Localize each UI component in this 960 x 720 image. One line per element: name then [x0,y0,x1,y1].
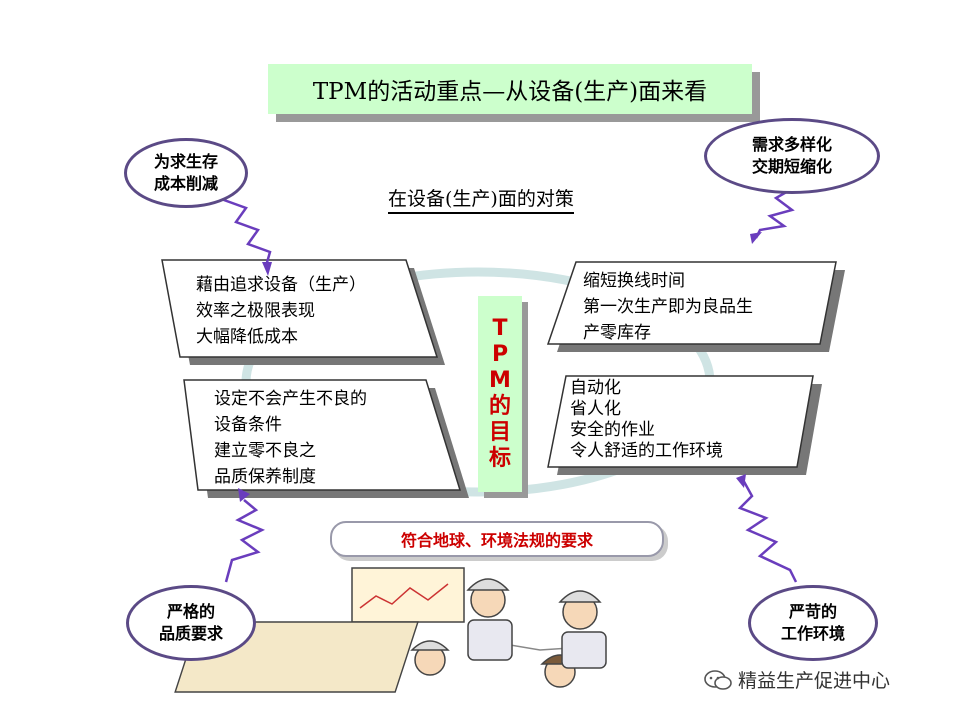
box-upper-right: 缩短换线时间 第一次生产即为良品生 产零库存 [583,268,753,346]
box-lower-right-line-3: 安全的作业 [570,420,655,440]
box-lower-right: 自动化 省人化 安全的作业 令人舒适的工作环境 [570,378,723,462]
box-upper-right-line-2: 第一次生产即为良品生 [583,297,753,317]
arrowhead-top-left [262,262,272,276]
box-upper-left-line-1: 藉由追求设备（生产） [196,275,366,295]
box-upper-right-line-1: 缩短换线时间 [583,271,685,291]
oval-bottom-left-line-2: 品质要求 [158,624,223,643]
box-lower-right-line-2: 省人化 [570,399,621,419]
lightning-arrowheads [238,232,762,502]
oval-top-right-line-1: 需求多样化 [751,135,832,154]
box-lower-right-line-4: 令人舒适的工作环境 [570,441,723,461]
lightning-bottom-right [737,477,798,583]
oval-bottom-left: 严格的 品质要求 [126,585,256,661]
tpm-goal-box: T P M 的 目 标 [478,296,522,492]
box-lower-left-line-4: 品质保养制度 [214,467,316,487]
oval-bottom-left-line-1: 严格的 [166,602,215,621]
arrowhead-bottom-left [238,488,250,502]
lightning-top-right [754,188,795,239]
box-lower-right-line-1: 自动化 [570,378,621,398]
oval-top-right: 需求多样化 交期短缩化 [704,118,880,194]
tpm-goal-char-6: 标 [488,446,511,471]
box-lower-left-line-2: 设备条件 [214,415,282,435]
tpm-goal-char-5: 目 [488,420,511,445]
box-lower-right-shape [547,375,822,475]
arrowhead-top-right [750,232,762,244]
tpm-goal-char-2: P [491,342,509,367]
box-upper-left-line-2: 效率之极限表现 [196,301,315,321]
watermark-text: 精益生产促进中心 [738,670,891,692]
box-lower-left-line-3: 建立零不良之 [214,441,316,461]
tpm-goal-char-1: T [492,316,508,341]
tpm-goal-char-4: 的 [488,394,511,419]
wechat-icon [704,669,732,690]
lightning-bottom-left [224,499,266,583]
box-lower-left-shape [183,379,469,498]
oval-bottom-right: 严苛的 工作环境 [748,585,878,661]
diagram-subtitle: 在设备(生产)面的对策 [388,184,574,214]
oval-top-left: 为求生存 成本削减 [124,138,248,208]
box-upper-left-line-3: 大幅降低成本 [196,327,298,347]
box-upper-right-shape [546,261,845,352]
oval-top-left-line-2: 成本削减 [153,174,218,193]
oval-top-right-line-2: 交期短缩化 [751,157,832,176]
watermark: 精益生产促进中心 [704,666,890,693]
oval-bottom-right-line-1: 严苛的 [788,602,837,621]
box-upper-left-shape [161,259,445,365]
box-upper-left: 藉由追求设备（生产） 效率之极限表现 大幅降低成本 [196,272,366,350]
box-lower-left-line-1: 设定不会产生不良的 [214,389,367,409]
wall-chart [351,567,465,623]
arrowhead-bottom-right [736,474,746,488]
oval-bottom-right-line-2: 工作环境 [780,624,845,643]
page-title: TPM的活动重点—从设备(生产)面来看 [268,64,752,114]
box-lower-left: 设定不会产生不良的 设备条件 建立零不良之 品质保养制度 [214,386,367,490]
box-upper-right-line-3: 产零库存 [583,323,651,343]
oval-top-left-line-1: 为求生存 [153,152,218,171]
tpm-goal-char-3: M [489,368,511,393]
environment-bar: 符合地球、环境法规的要求 [330,521,664,557]
